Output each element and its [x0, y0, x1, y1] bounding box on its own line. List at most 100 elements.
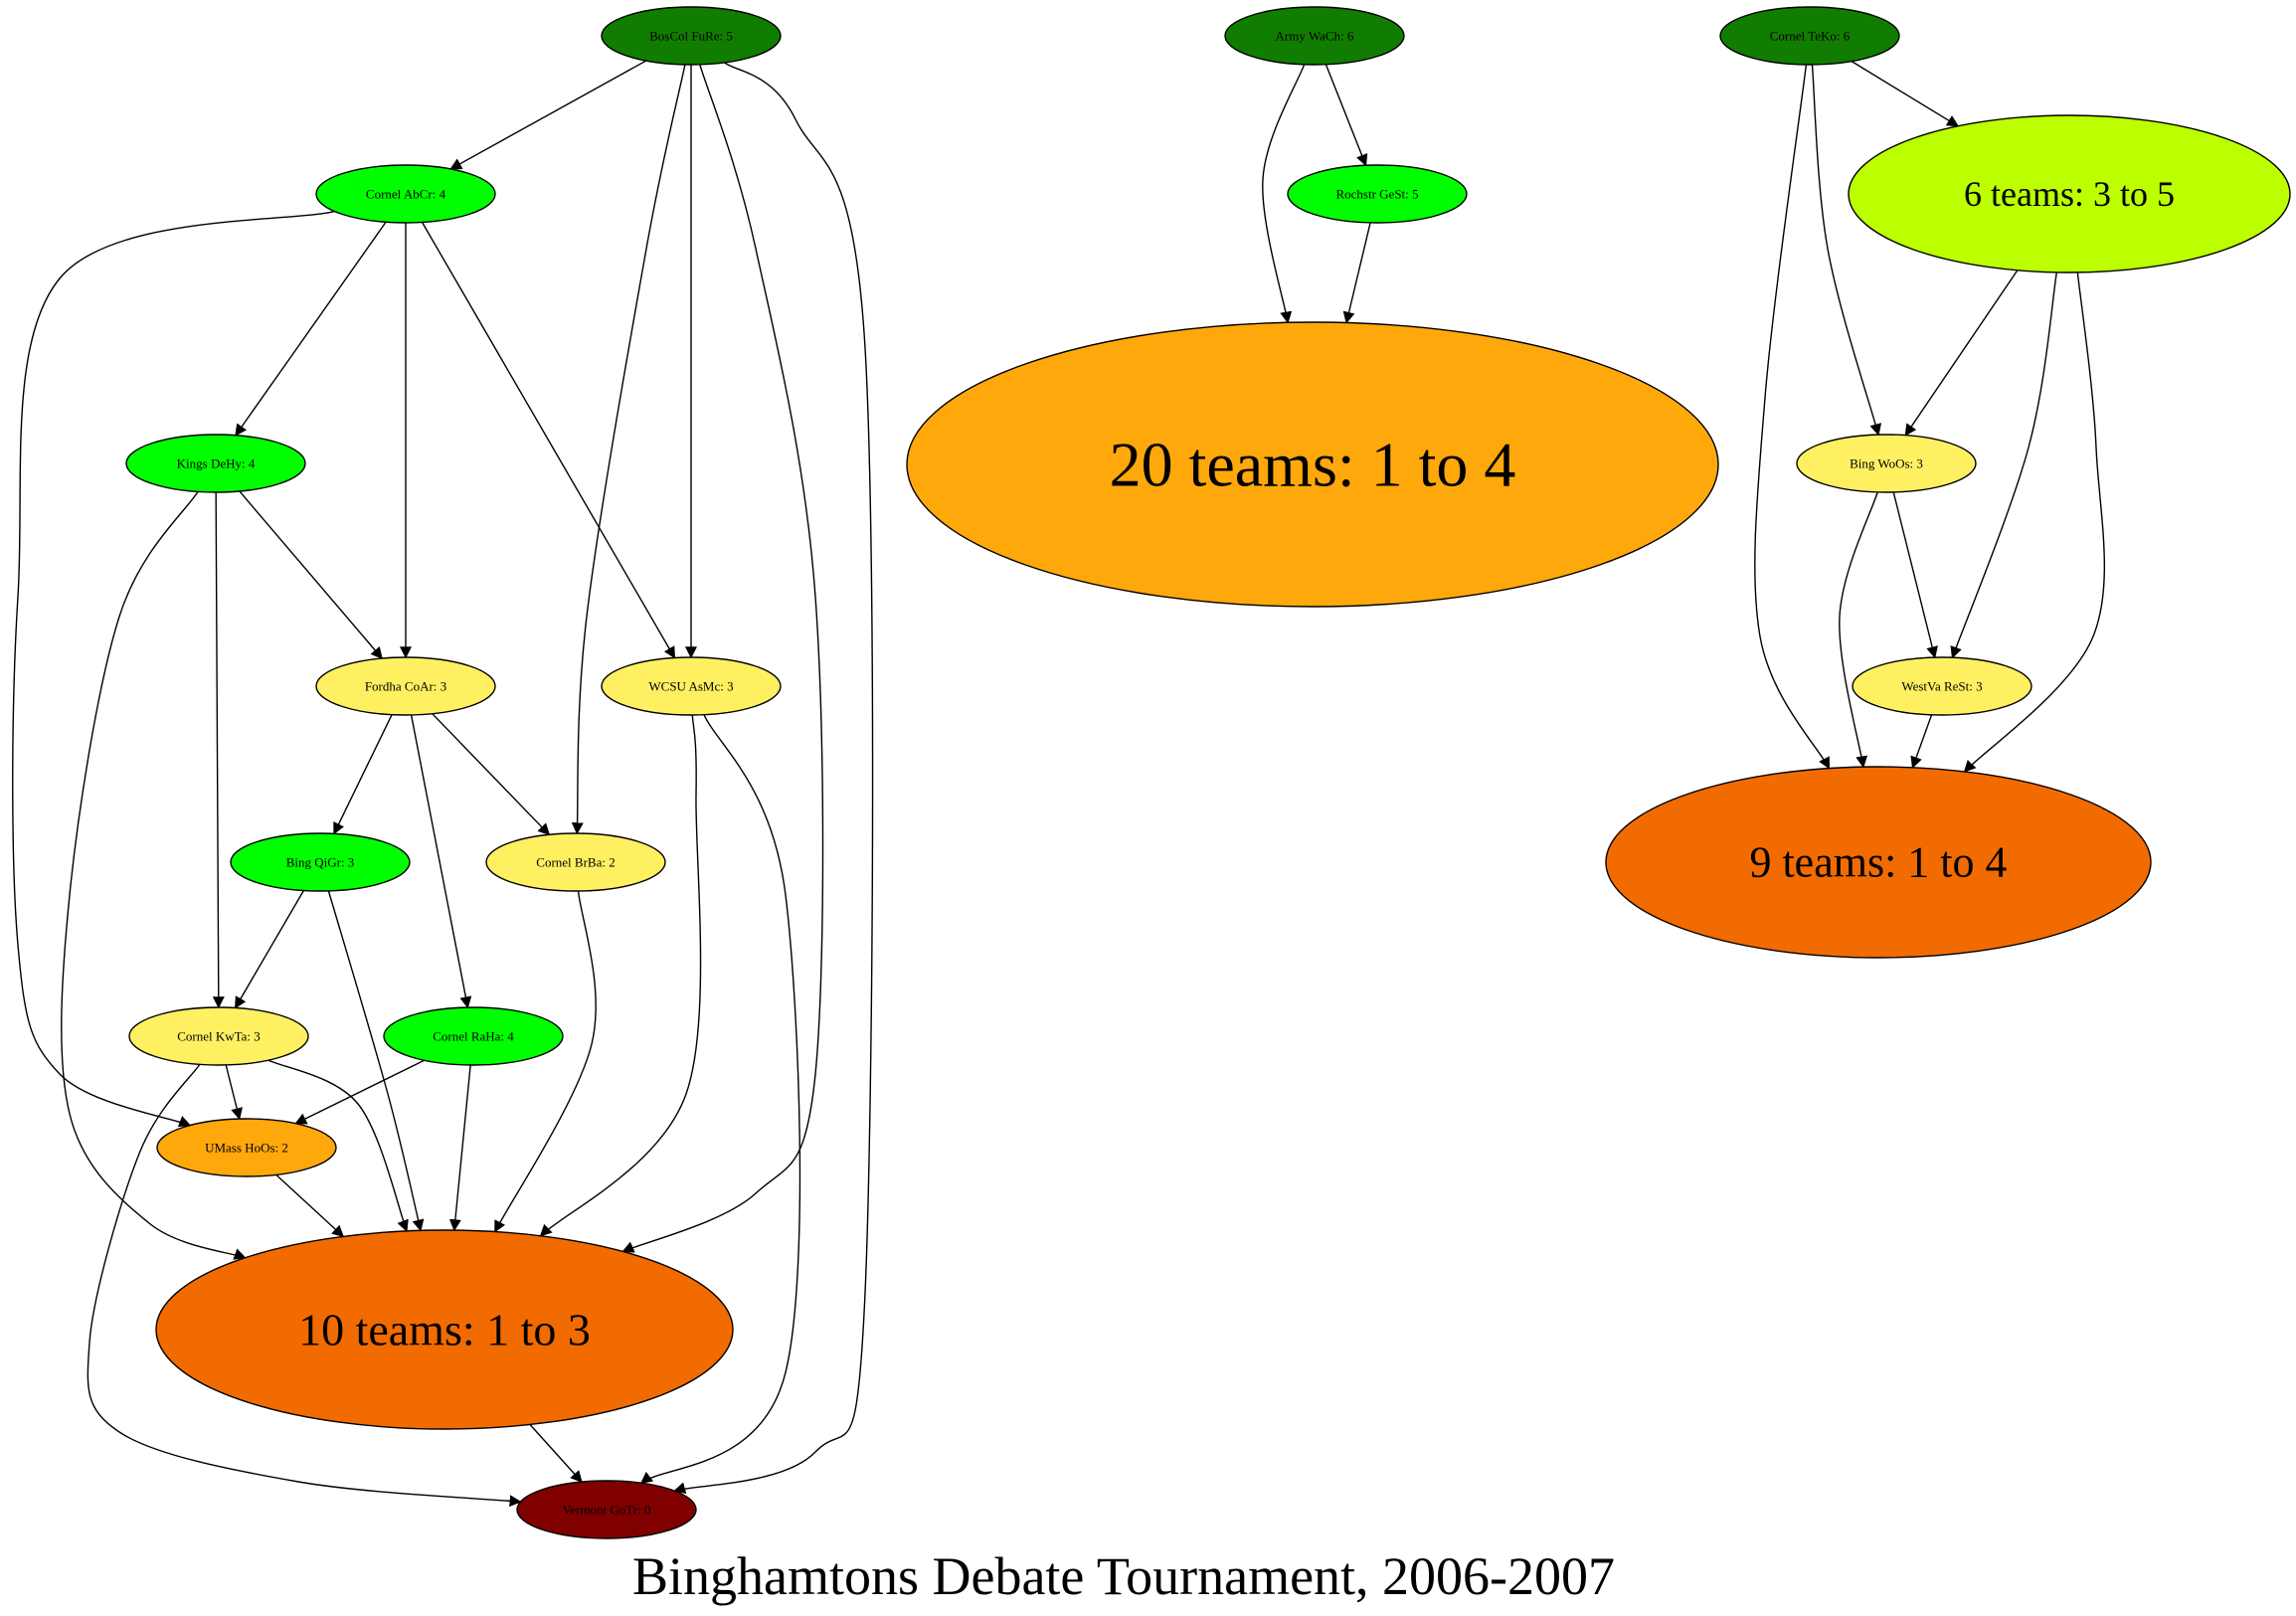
node-label-wcsu: WCSU AsMc: 3 — [648, 679, 733, 694]
edge-six-to-nine — [1963, 271, 2106, 773]
node-cornelraha: Cornel RaHa: 4 — [383, 1006, 564, 1066]
edge-fordha-to-bingqigr — [333, 714, 393, 835]
node-cornelbrba: Cornel BrBa: 2 — [485, 832, 666, 892]
node-label-cornelkwta: Cornel KwTa: 3 — [177, 1029, 261, 1044]
node-ellipse-cornelbrba — [485, 832, 666, 892]
edge-cornelkwta-to-umass — [225, 1064, 243, 1121]
edge-bingqigr-to-cornelkwta — [235, 890, 304, 1009]
node-corneltek: Cornel TeKo: 6 — [1719, 6, 1900, 66]
node-ellipse-bingwoos — [1796, 434, 1977, 493]
edge-armywach-to-rochstr — [1325, 64, 1368, 167]
node-ellipse-ten — [155, 1229, 734, 1430]
edges-layer — [12, 60, 2106, 1508]
edge-armywach-to-twenty — [1262, 64, 1306, 324]
edge-corneltek-to-nine — [1754, 64, 1831, 770]
nodes-layer: BosCol FuRe: 5 Army WaCh: 6 Cornel TeKo: 6… — [125, 6, 2291, 1539]
node-ellipse-fordha — [315, 656, 496, 716]
edge-boscol-to-ten — [621, 64, 824, 1253]
node-ellipse-cornelraha — [383, 1006, 564, 1066]
edge-fordha-to-cornelbrba — [432, 713, 551, 836]
node-ellipse-bingqigr — [230, 832, 411, 892]
node-label-umass: UMass HoOs: 2 — [205, 1141, 288, 1156]
node-label-ten: 10 teams: 1 to 3 — [298, 1305, 591, 1355]
node-ellipse-boscol — [601, 6, 782, 66]
node-label-westva: WestVa ReSt: 3 — [1901, 679, 1982, 694]
node-label-kings: Kings DeHy: 4 — [177, 456, 256, 471]
edge-rochstr-to-twenty — [1342, 222, 1371, 324]
edge-umass-to-ten — [275, 1173, 345, 1238]
node-label-vermont: Vermont GoTr: 0 — [562, 1503, 650, 1518]
edge-cornelraha-to-umass — [294, 1059, 425, 1125]
edge-cornelkwta-to-vermont — [87, 1063, 522, 1508]
edge-cornelkwta-to-ten — [267, 1059, 409, 1232]
edge-six-to-bingwoos — [1904, 269, 2019, 437]
node-bingwoos: Bing WoOs: 3 — [1796, 434, 1977, 493]
edge-cornelabcr-to-umass — [12, 210, 335, 1128]
node-ellipse-rochstr — [1287, 164, 1468, 224]
node-ellipse-umass — [156, 1118, 337, 1177]
node-ellipse-cornelkwta — [128, 1006, 309, 1066]
node-ellipse-westva — [1852, 656, 2032, 716]
node-cornelabcr: Cornel AbCr: 4 — [315, 164, 496, 224]
node-label-armywach: Army WaCh: 6 — [1276, 29, 1354, 44]
node-twenty: 20 teams: 1 to 4 — [906, 321, 1719, 608]
node-ellipse-armywach — [1224, 6, 1405, 66]
node-boscol: BosCol FuRe: 5 — [601, 6, 782, 66]
edge-fordha-to-cornelraha — [410, 714, 472, 1009]
node-label-bingwoos: Bing WoOs: 3 — [1850, 456, 1923, 471]
node-label-six: 6 teams: 3 to 5 — [1964, 174, 2175, 214]
node-ellipse-cornelabcr — [315, 164, 496, 224]
edge-boscol-to-cornelbrba — [571, 64, 686, 835]
edge-corneltek-to-bingwoos — [1811, 64, 1882, 437]
edge-six-to-westva — [1950, 271, 2058, 659]
node-label-corneltek: Cornel TeKo: 6 — [1770, 29, 1851, 44]
edge-ten-to-vermont — [529, 1424, 583, 1484]
edge-kings-to-fordha — [239, 490, 383, 659]
node-label-boscol: BosCol FuRe: 5 — [649, 29, 733, 44]
edge-kings-to-ten — [61, 491, 247, 1260]
edge-boscol-to-vermont — [673, 62, 874, 1495]
node-label-nine: 9 teams: 1 to 4 — [1749, 838, 2007, 887]
node-wcsu: WCSU AsMc: 3 — [601, 656, 782, 716]
edge-bingqigr-to-ten — [327, 890, 425, 1232]
edge-bingwoos-to-westva — [1892, 491, 1938, 659]
node-cornelkwta: Cornel KwTa: 3 — [128, 1006, 309, 1066]
node-armywach: Army WaCh: 6 — [1224, 6, 1405, 66]
node-label-rochstr: Rochstr GeSt: 5 — [1335, 187, 1418, 202]
edge-wcsu-to-ten — [539, 714, 702, 1237]
node-label-cornelraha: Cornel RaHa: 4 — [433, 1029, 514, 1044]
node-rochstr: Rochstr GeSt: 5 — [1287, 164, 1468, 224]
edge-boscol-to-cornelabcr — [449, 60, 647, 170]
edge-kings-to-cornelkwta — [212, 491, 225, 1009]
node-ellipse-nine — [1605, 766, 2152, 959]
graph-title: Binghamtons Debate Tournament, 2006-2007 — [632, 1546, 1615, 1606]
node-vermont: Vermont GoTr: 0 — [516, 1480, 697, 1539]
node-label-cornelbrba: Cornel BrBa: 2 — [536, 855, 615, 870]
node-ellipse-corneltek — [1719, 6, 1900, 66]
edge-bingwoos-to-nine — [1839, 491, 1878, 769]
node-ellipse-wcsu — [601, 656, 782, 716]
edge-wcsu-to-vermont — [639, 714, 801, 1484]
node-umass: UMass HoOs: 2 — [156, 1118, 337, 1177]
node-label-bingqigr: Bing QiGr: 3 — [286, 855, 355, 870]
node-six: 6 teams: 3 to 5 — [1848, 114, 2291, 273]
node-nine: 9 teams: 1 to 4 — [1605, 766, 2152, 959]
node-ellipse-six — [1848, 114, 2291, 273]
edge-cornelabcr-to-kings — [235, 221, 387, 437]
node-label-fordha: Fordha CoAr: 3 — [365, 679, 446, 694]
edge-corneltek-to-six — [1851, 61, 1960, 127]
edge-cornelbrba-to-ten — [494, 890, 597, 1233]
edge-westva-to-nine — [1910, 714, 1933, 769]
edge-cornelabcr-to-wcsu — [421, 222, 676, 659]
node-label-cornelabcr: Cornel AbCr: 4 — [366, 187, 446, 202]
node-ellipse-vermont — [516, 1480, 697, 1539]
node-ten: 10 teams: 1 to 3 — [155, 1229, 734, 1430]
node-fordha: Fordha CoAr: 3 — [315, 656, 496, 716]
node-ellipse-kings — [125, 434, 306, 493]
edge-cornelraha-to-ten — [448, 1064, 471, 1232]
node-bingqigr: Bing QiGr: 3 — [230, 832, 411, 892]
node-kings: Kings DeHy: 4 — [125, 434, 306, 493]
node-ellipse-twenty — [906, 321, 1719, 608]
node-label-twenty: 20 teams: 1 to 4 — [1110, 430, 1516, 500]
